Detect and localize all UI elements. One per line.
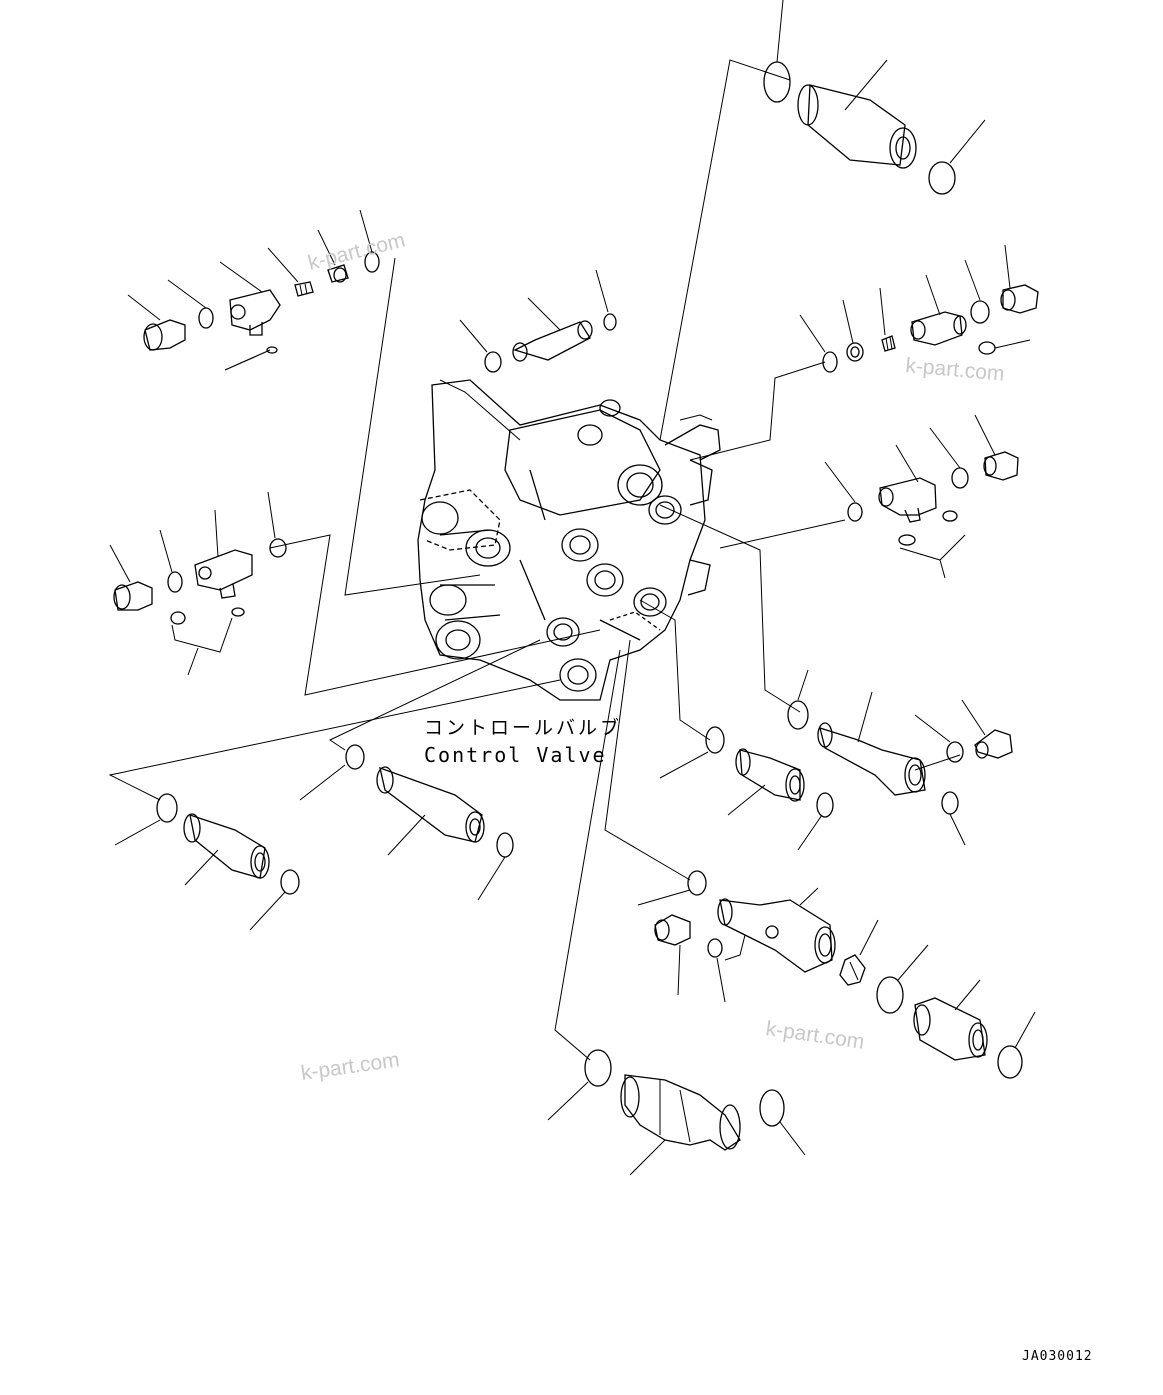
control-valve-label-en: Control Valve (424, 743, 607, 767)
fitting-upper-center (459, 269, 617, 373)
drawing-code: JA030012 (1022, 1349, 1093, 1364)
watermark-2: k-part.com (905, 354, 1006, 386)
watermark-3: k-part.com (299, 1048, 400, 1085)
fittings-lower-right-upper (659, 669, 1013, 851)
control-valve-body (417, 379, 721, 701)
fitting-top-right (763, 0, 986, 195)
fittings-lower-right-middle (637, 870, 1036, 1079)
parts-group-right-middle (824, 414, 1019, 579)
fittings-lower-left (114, 744, 514, 931)
leader-lines (108, 59, 846, 1061)
watermark-4: k-part.com (764, 1017, 865, 1054)
parts-group-upper-right (799, 244, 1039, 373)
control-valve-label-jp: コントロールバルブ (424, 716, 622, 739)
elbow-fitting-bottom (547, 1049, 806, 1176)
parts-group-left-middle (109, 491, 287, 676)
parts-group-upper-left (127, 209, 380, 371)
